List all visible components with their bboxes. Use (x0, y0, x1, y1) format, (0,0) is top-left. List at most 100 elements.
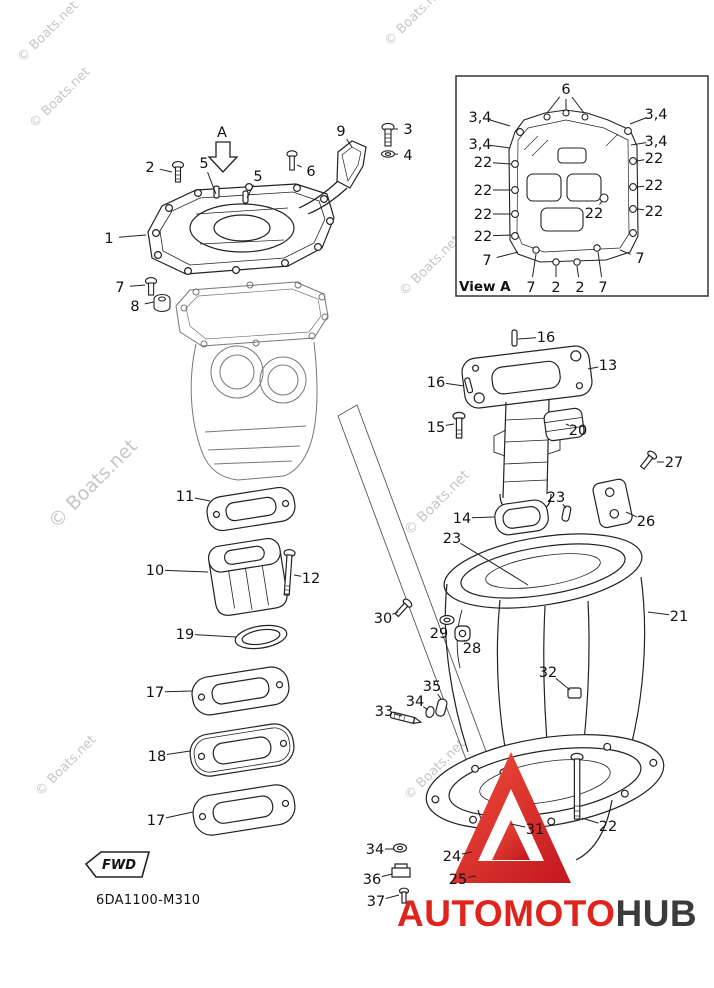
leader-line-36 (381, 873, 393, 878)
part-callout-8: 8 (130, 299, 139, 315)
part-callout-28: 28 (463, 641, 481, 657)
part-callout-23: 23 (443, 531, 461, 547)
brand-wordmark-red: AUTOMOTO (397, 893, 616, 934)
leader-line-28 (463, 639, 466, 642)
part-callout-36: 36 (363, 872, 381, 888)
oil-pan-drawing (147, 183, 335, 276)
leader-line-2 (576, 265, 580, 278)
view-a-label: View A (459, 279, 511, 295)
muffler-inlet-drawing (298, 140, 367, 215)
part-callout-16: 16 (427, 375, 445, 391)
part-callout-4: 4 (403, 148, 412, 164)
part-callout-3,4: 3,4 (468, 137, 491, 153)
part-callout-7: 7 (526, 280, 535, 296)
part-callout-33: 33 (375, 704, 393, 720)
part-callout-30: 30 (374, 611, 392, 627)
part-callout-22: 22 (474, 207, 492, 223)
leader-line-30 (392, 611, 399, 615)
part-callout-13: 13 (599, 358, 617, 374)
part-callout-11: 11 (176, 489, 194, 505)
part-callout-2: 2 (145, 160, 154, 176)
part-callout-24: 24 (443, 849, 461, 865)
leader-line-7 (597, 251, 603, 278)
leader-line-12 (293, 574, 302, 577)
leader-line-16 (517, 337, 537, 340)
leader-line-17 (165, 811, 194, 819)
part-callout-22: 22 (599, 819, 617, 835)
leader-line-18 (166, 750, 191, 755)
powerhead-ghost-drawing (175, 281, 329, 481)
leader-line-29 (444, 623, 447, 626)
part-callout-18: 18 (148, 749, 166, 765)
leader-line-3,4 (630, 142, 647, 146)
part-callout-37: 37 (367, 894, 385, 910)
leader-line-20 (565, 423, 570, 426)
leader-line-8 (144, 301, 155, 305)
part-callout-7: 7 (598, 280, 607, 296)
leader-line-3,4 (629, 117, 647, 125)
part-callout-7: 7 (635, 251, 644, 267)
part-callout-22: 22 (474, 183, 492, 199)
part-callout-1: 1 (104, 231, 113, 247)
leader-line-19 (194, 634, 237, 638)
part-callout-A: A (217, 125, 227, 141)
fwd-label: FWD (102, 858, 136, 873)
leader-line-22 (492, 234, 512, 237)
part-callout-3,4: 3,4 (468, 110, 491, 126)
leader-line-23 (460, 542, 529, 586)
leader-line-26 (625, 511, 638, 518)
leader-line-33 (393, 713, 403, 717)
leader-line-11 (194, 497, 211, 502)
leader-line-22 (581, 817, 599, 824)
part-callout-22: 22 (645, 178, 663, 194)
leader-line-6 (571, 96, 585, 114)
part-callout-3,4: 3,4 (644, 107, 667, 123)
leader-line-13 (587, 366, 599, 370)
part-callout-3: 3 (403, 122, 412, 138)
part-callout-25: 25 (449, 872, 467, 888)
brand-wordmark-dark: HUB (615, 893, 698, 934)
leader-line-2 (159, 168, 173, 173)
leader-line-7 (619, 249, 631, 255)
fwd-flag: FWD (84, 851, 151, 878)
part-callout-34: 34 (366, 842, 384, 858)
part-callout-29: 29 (430, 626, 448, 642)
leader-line-23 (562, 504, 567, 509)
part-callout-22: 22 (474, 229, 492, 245)
fastener-icons-top (144, 122, 396, 313)
view-a-inset: View A (455, 75, 709, 297)
leader-line-31 (510, 823, 526, 828)
part-callout-20: 20 (569, 423, 587, 439)
leader-line-10 (164, 569, 209, 573)
part-callout-31: 31 (526, 822, 544, 838)
part-callout-7: 7 (115, 280, 124, 296)
part-callout-21: 21 (670, 609, 688, 625)
part-callout-22: 22 (474, 155, 492, 171)
part-callout-2: 2 (551, 280, 560, 296)
leader-line-7 (532, 253, 537, 278)
part-callout-23: 23 (547, 490, 565, 506)
part-callout-6: 6 (561, 82, 570, 98)
leader-line-21 (647, 611, 670, 616)
upper-mount-drawing (452, 329, 658, 536)
part-callout-34: 34 (406, 694, 424, 710)
leader-line-34 (422, 706, 429, 711)
upper-casing-drawing (389, 533, 665, 904)
part-callout-22: 22 (585, 206, 603, 222)
leader-line-32 (555, 677, 571, 691)
leader-line-6 (546, 96, 561, 114)
leader-line-37 (385, 894, 400, 899)
leader-line-22 (636, 159, 645, 162)
part-callout-22: 22 (645, 204, 663, 220)
leader-line-1 (118, 234, 147, 238)
leader-line-25 (467, 875, 477, 878)
leader-line-35 (437, 693, 442, 700)
leader-line-7 (129, 284, 146, 287)
leader-line-14 (471, 516, 495, 519)
diagram-code: 6DA1100-M310 (96, 893, 200, 908)
leader-line-5 (246, 184, 254, 199)
part-callout-5: 5 (199, 156, 208, 172)
